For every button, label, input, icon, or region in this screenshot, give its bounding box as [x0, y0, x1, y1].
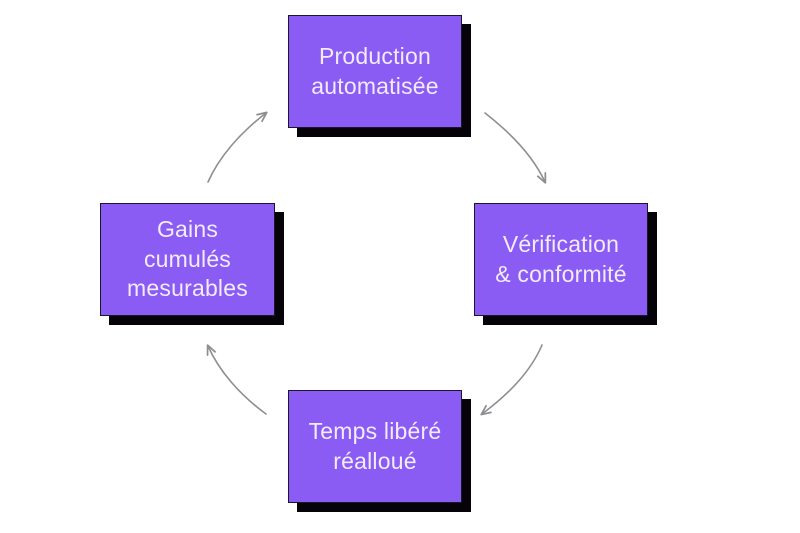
- cycle-node-production-automatisee[interactable]: Production automatisée: [288, 15, 462, 128]
- cycle-node-gains-cumules-mesurables[interactable]: Gains cumulés mesurables: [100, 203, 275, 316]
- arrow-bottom-to-left-icon: [208, 346, 267, 415]
- arrow-top-to-right-icon: [484, 112, 545, 182]
- arrow-right-to-bottom-icon: [482, 344, 543, 414]
- cycle-node-label: Temps libéré réalloué: [308, 418, 442, 474]
- cycle-node-temps-libere-realloue[interactable]: Temps libéré réalloué: [288, 390, 462, 503]
- cycle-node-label: Vérification & conformité: [495, 231, 627, 287]
- cycle-node-label: Production automatisée: [311, 43, 439, 99]
- cycle-node-verification-conformite[interactable]: Vérification & conformité: [474, 203, 648, 316]
- arrow-left-to-top-icon: [207, 113, 266, 183]
- cycle-node-label: Gains cumulés mesurables: [127, 216, 248, 302]
